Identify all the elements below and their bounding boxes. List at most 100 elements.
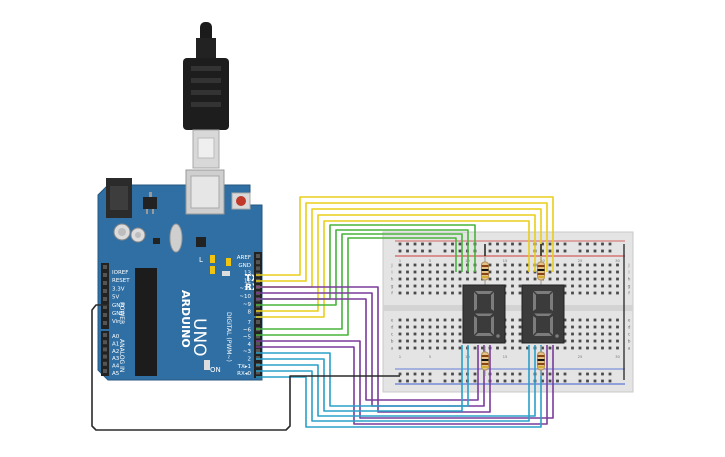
analog-header[interactable]	[101, 331, 109, 376]
row-letter: a	[391, 347, 394, 352]
row-letter: g	[628, 285, 631, 290]
usb-cable	[183, 22, 229, 169]
row-letter: d	[628, 325, 631, 331]
digital-header-top[interactable]	[254, 252, 262, 316]
pin-label: ~5	[243, 335, 252, 341]
column-number: 1	[399, 354, 402, 359]
resistors[interactable]	[481, 256, 545, 376]
seven-segment-display	[521, 284, 565, 344]
pin-label: A3	[112, 356, 120, 362]
wire-yellow	[256, 196, 554, 276]
row-letter: c	[391, 333, 394, 338]
pin-label: 2	[248, 357, 252, 363]
pin-label: ~6	[243, 327, 252, 333]
row-letter: g	[391, 285, 394, 290]
power-pin-labels: IOREF RESET 3.3V 5V GND GND Vin	[112, 270, 130, 325]
resistor	[481, 256, 489, 286]
column-number: 30	[615, 258, 620, 263]
wire-cyan	[256, 345, 469, 407]
pin-label: RESET	[112, 278, 130, 284]
pin-label: 5V	[112, 295, 119, 301]
row-letter: f	[391, 291, 393, 297]
row-letter: j	[627, 263, 629, 269]
column-number: 5	[429, 354, 432, 359]
pin-label: AREF	[237, 255, 251, 261]
power-header[interactable]	[101, 263, 109, 329]
wire-purple	[256, 340, 554, 419]
column-number: 20	[540, 258, 545, 263]
row-letter: f	[628, 291, 630, 297]
column-number: 30	[615, 354, 620, 359]
pin-label: GND	[238, 263, 251, 269]
pin-label: ~3	[243, 349, 252, 355]
pin-label: 12	[244, 278, 251, 284]
wires[interactable]	[91, 196, 554, 431]
pin-label: Vin	[112, 319, 121, 325]
pin-label: TX▸1	[237, 364, 251, 370]
row-letter: b	[628, 339, 631, 345]
pin-label: 8	[248, 310, 252, 316]
pin-label: 13	[244, 271, 251, 277]
column-number: 1	[399, 258, 402, 263]
row-letter: e	[628, 319, 631, 324]
power-header-label: POWER	[118, 302, 125, 324]
wire-yellow	[256, 202, 548, 282]
pin-label: A2	[112, 349, 119, 355]
row-letter: a	[628, 347, 631, 352]
column-number: 15	[503, 354, 508, 359]
seven-segment-displays[interactable]	[462, 284, 565, 344]
wire-purple	[256, 286, 491, 413]
row-letter: d	[391, 325, 394, 331]
pin-label: RX◂0	[237, 371, 251, 377]
pin-label: A0	[112, 334, 120, 340]
wire-black	[91, 304, 400, 431]
digital-header-label: DIGITAL (PWM~)	[225, 312, 232, 362]
pin-label: A1	[112, 341, 119, 347]
wire-cyan	[256, 345, 536, 417]
brand-label: ARDUINO	[179, 290, 192, 348]
wire-yellow	[256, 214, 536, 312]
column-number: 25	[578, 258, 583, 263]
pin-label: ~11	[239, 286, 251, 292]
pin-label: ~10	[239, 294, 251, 300]
digital-header-bottom[interactable]	[254, 318, 262, 378]
column-number: 15	[503, 258, 508, 263]
wire-green	[256, 233, 463, 330]
l-label: L	[199, 256, 203, 264]
pin-label: 7	[248, 320, 252, 326]
model-label: UNO	[189, 318, 209, 357]
pin-label: A4	[112, 364, 120, 370]
wire-cyan	[256, 345, 530, 422]
pin-label: 3.3V	[112, 286, 125, 292]
resistor	[537, 346, 545, 376]
wire-purple	[256, 345, 548, 425]
resistor	[537, 256, 545, 286]
row-letter: e	[391, 319, 394, 324]
arduino-board[interactable]: TX RX L ON ARDUINO UNO DIGITAL (PWM~) PO…	[97, 169, 263, 381]
atmega-chip	[135, 268, 157, 376]
wire-green	[256, 229, 469, 306]
column-number: 5	[429, 258, 432, 263]
seven-segment-display	[462, 284, 506, 344]
row-letter: h	[628, 277, 631, 283]
row-letter: j	[390, 263, 392, 269]
row-letter: h	[391, 277, 394, 283]
analog-header-label: ANALOG IN	[118, 339, 125, 372]
row-letter: i	[628, 270, 629, 276]
wire-yellow	[256, 220, 530, 318]
row-letter: b	[391, 339, 394, 345]
pin-label: GND	[112, 311, 125, 317]
rx-label: RX	[245, 283, 259, 293]
wire-cyan	[256, 345, 463, 412]
pin-label: A5	[112, 371, 120, 377]
row-letter: c	[628, 333, 631, 338]
pin-label: GND	[112, 303, 125, 309]
resistor	[481, 346, 489, 376]
pin-label: IOREF	[112, 270, 128, 276]
